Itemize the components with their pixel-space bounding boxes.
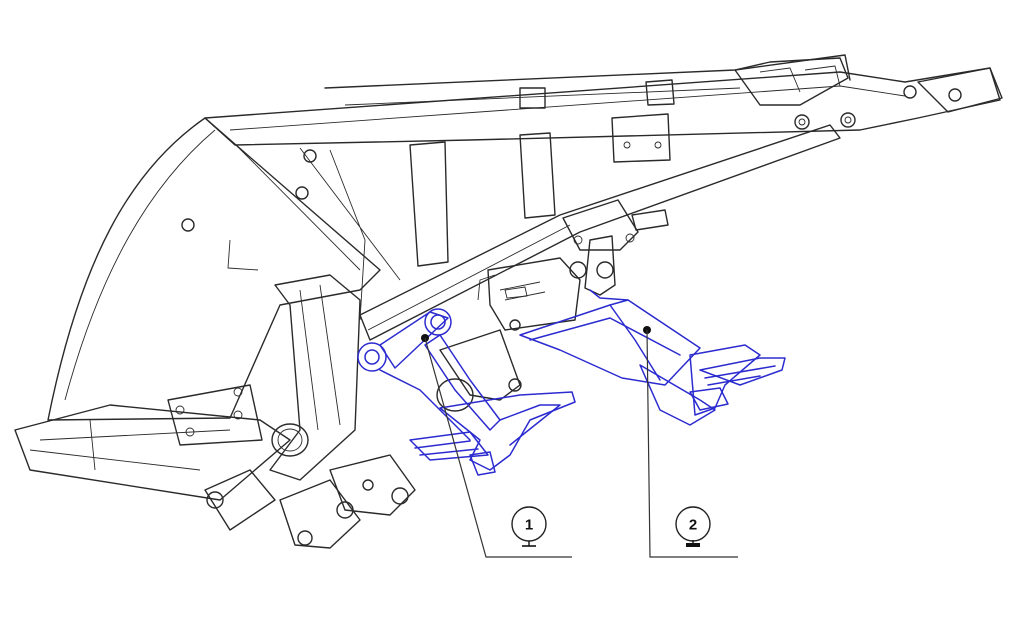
callout-2-number: 2 <box>689 517 697 534</box>
footrest-assembly-2 <box>519 289 786 426</box>
callout-2-marker-icon <box>686 540 700 547</box>
callout-1-number: 1 <box>525 517 533 534</box>
leader-2-line <box>646 329 738 558</box>
leader-1-line <box>424 337 572 558</box>
callout-2: 2 <box>643 326 738 558</box>
footrest-assembly-1 <box>357 308 576 476</box>
rear-frame <box>14 54 1003 549</box>
callout-1: 1 <box>421 334 572 558</box>
callout-1-marker-icon <box>522 541 536 547</box>
